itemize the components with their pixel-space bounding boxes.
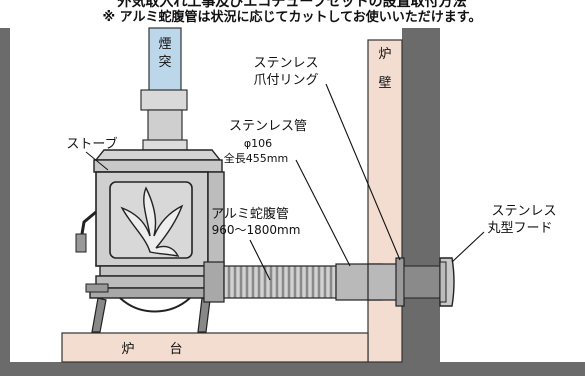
chimney: 煙 突 <box>140 27 188 151</box>
stove-leader-line <box>85 151 109 171</box>
stove-label: ストーブ <box>66 136 117 152</box>
building-frame-bottom <box>0 362 585 376</box>
claw-ring-label-1: ステンレス <box>253 56 318 71</box>
outer-wall <box>402 28 440 376</box>
hood-label-2: 丸型フード <box>487 221 552 236</box>
wall-label-1: 炉 <box>378 47 391 62</box>
chimney-label-2: 突 <box>158 54 171 70</box>
claw-ring-leader <box>325 83 401 261</box>
claw-ring-label-2: 爪付リング <box>253 73 318 88</box>
chimney-label-1: 煙 <box>158 37 171 52</box>
hood-label-1: ステンレス <box>491 204 556 219</box>
ss-pipe-leader <box>295 159 351 267</box>
hood-leader <box>451 231 485 263</box>
ss-pipe-label-3: 全長455mm <box>224 151 288 165</box>
wall-label-2: 壁 <box>378 76 391 91</box>
claw-ring <box>395 257 405 307</box>
header-line2: ※ アルミ蛇腹管は状況に応じてカットしてお使いいただけます。 <box>103 9 482 25</box>
stove <box>75 149 225 333</box>
header-line1: 外気取入れ工事及びエコチューブセットの設置取付方法 <box>117 0 466 10</box>
intake-pipe <box>203 257 455 307</box>
building-frame-left <box>0 28 10 376</box>
ss-pipe-label-1: ステンレス管 <box>229 119 307 134</box>
alu-pipe-leader <box>249 239 271 281</box>
alu-pipe-label-1: アルミ蛇腹管 <box>211 206 289 222</box>
hearth-label-1: 炉 <box>121 342 134 357</box>
hearth-wall <box>367 39 403 363</box>
alu-pipe-label-2: 960〜1800mm <box>212 223 301 237</box>
leaf-decoration-icon <box>120 186 184 257</box>
hearth-label-2: 台 <box>169 342 182 357</box>
hearth-floor <box>61 332 369 363</box>
ss-pipe-label-2: φ106 <box>244 137 272 150</box>
aluminum-corrugated-pipe <box>223 265 349 299</box>
